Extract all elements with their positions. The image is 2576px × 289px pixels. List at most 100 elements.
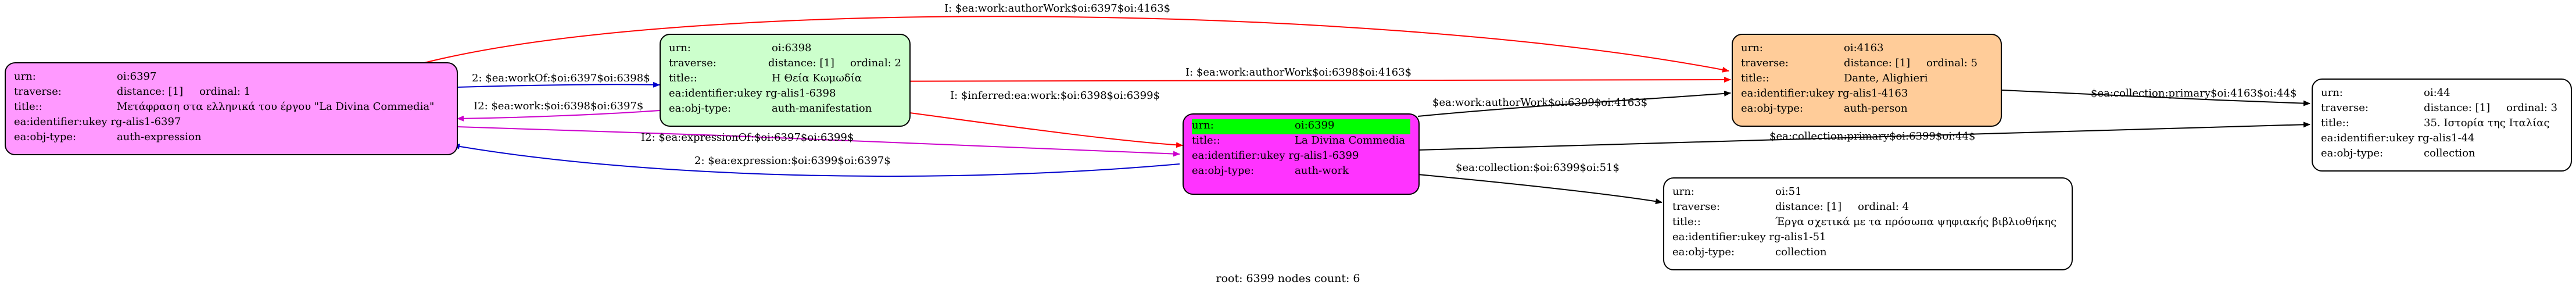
traverse-distance: distance: [1] bbox=[1844, 57, 1911, 69]
title-row: title:: Dante, Alighieri bbox=[1741, 72, 1993, 87]
urn-value: oi:44 bbox=[2424, 87, 2450, 99]
ukey-value: rg-alis1-51 bbox=[1769, 231, 1826, 243]
ukey-value: rg-alis1-44 bbox=[2417, 132, 2475, 144]
edge-label: I: $ea:work:authorWork$oi:6398$oi:4163$ bbox=[1185, 66, 1411, 79]
objtype-row: ea:obj-type: auth-work bbox=[1192, 165, 1410, 180]
edge-6397-4163-authorwork bbox=[424, 16, 1729, 73]
urn-label: urn: bbox=[2321, 87, 2343, 99]
title-label: title:: bbox=[2321, 117, 2349, 129]
traverse-row: traverse: distance: [1] ordinal: 3 bbox=[2321, 102, 2563, 117]
traverse-distance: distance: [1] bbox=[2424, 102, 2491, 114]
traverse-ordinal: ordinal: 4 bbox=[1858, 201, 1909, 213]
title-value: Έργα σχετικά με τα πρόσωπα ψηφιακής βιβλ… bbox=[1775, 216, 2057, 228]
objtype-value: auth-manifestation bbox=[772, 102, 872, 115]
title-label: title:: bbox=[14, 101, 42, 113]
edge-6397-6399-expressionof bbox=[457, 126, 1180, 157]
edge-label: 2: $ea:expression:$oi:6399$oi:6397$ bbox=[694, 155, 891, 167]
ukey-label: ea:identifier:ukey bbox=[14, 116, 108, 128]
urn-row: urn: oi:6397 bbox=[14, 70, 449, 85]
traverse-label: traverse: bbox=[1672, 201, 1720, 213]
urn-row: urn: oi:4163 bbox=[1741, 42, 1993, 57]
ukey-row: ea:identifier:ukey rg-alis1-6398 bbox=[669, 87, 901, 102]
title-value: Μετάφραση στα ελληνικά του έργου "La Div… bbox=[117, 101, 435, 113]
edge-label: 2: $ea:workOf:$oi:6397$oi:6398$ bbox=[472, 72, 650, 84]
edge-label: $ea:work:authorWork$oi:6399$oi:4163$ bbox=[1432, 97, 1647, 109]
objtype-row: ea:obj-type: collection bbox=[2321, 147, 2563, 162]
title-row: title:: La Divina Commedia bbox=[1192, 134, 1410, 149]
ukey-row: ea:identifier:ukey rg-alis1-6399 bbox=[1192, 149, 1410, 165]
edge-4163-44-collection bbox=[2001, 90, 2310, 106]
urn-label: urn: bbox=[1672, 185, 1694, 198]
traverse-row: traverse: distance: [1] ordinal: 2 bbox=[669, 57, 901, 72]
title-value: Η Θεία Κωμωδία bbox=[772, 72, 862, 84]
urn-label: urn: bbox=[14, 70, 36, 83]
title-label: title:: bbox=[1741, 72, 1769, 84]
urn-row: urn: oi:51 bbox=[1672, 185, 2063, 201]
edge-label: $ea:collection:primary$oi:6399$oi:44$ bbox=[1769, 130, 1975, 142]
objtype-value: collection bbox=[1775, 246, 1827, 258]
title-row: title:: 35. Ιστορία της Ιταλίας bbox=[2321, 117, 2563, 132]
objtype-row: ea:obj-type: auth-manifestation bbox=[669, 102, 901, 117]
objtype-row: ea:obj-type: auth-person bbox=[1741, 102, 1993, 117]
traverse-row: traverse: distance: [1] ordinal: 4 bbox=[1672, 201, 2063, 216]
urn-value: oi:51 bbox=[1775, 185, 1802, 198]
edge-label: I2: $ea:expressionOf:$oi:6397$oi:6399$ bbox=[641, 131, 854, 144]
edge-label: $ea:collection:$oi:6399$oi:51$ bbox=[1456, 162, 1620, 174]
ukey-row: ea:identifier:ukey rg-alis1-51 bbox=[1672, 231, 2063, 246]
objtype-label: ea:obj-type: bbox=[669, 102, 732, 115]
title-label: title:: bbox=[1672, 216, 1701, 228]
title-row: title:: Η Θεία Κωμωδία bbox=[669, 72, 901, 87]
urn-value: oi:6399 bbox=[1295, 119, 1335, 131]
objtype-label: ea:obj-type: bbox=[1192, 165, 1255, 177]
title-label: title:: bbox=[669, 72, 697, 84]
edge-label: $ea:collection:primary$oi:4163$oi:44$ bbox=[2091, 87, 2296, 99]
edge-6397-6398-workof bbox=[456, 81, 660, 88]
edge-label: I: $inferred:ea:work:$oi:6398$oi:6399$ bbox=[950, 90, 1160, 102]
ukey-label: ea:identifier:ukey bbox=[1741, 87, 1835, 99]
title-value: Dante, Alighieri bbox=[1844, 72, 1928, 84]
title-row: title:: Έργα σχετικά με τα πρόσωπα ψηφια… bbox=[1672, 216, 2063, 231]
node-6398[interactable]: urn: oi:6398 traverse: distance: [1] ord… bbox=[660, 34, 911, 127]
title-row: title:: Μετάφραση στα ελληνικά του έργου… bbox=[14, 101, 449, 116]
ukey-value: rg-alis1-4163 bbox=[1837, 87, 1908, 99]
graph-footer: root: 6399 nodes count: 6 bbox=[1216, 272, 1360, 285]
ukey-value: rg-alis1-6397 bbox=[110, 116, 181, 128]
node-44[interactable]: urn: oi:44 traverse: distance: [1] ordin… bbox=[2312, 79, 2572, 172]
title-value: 35. Ιστορία της Ιταλίας bbox=[2424, 117, 2550, 129]
traverse-distance: distance: [1] bbox=[768, 57, 834, 69]
traverse-row: traverse: distance: [1] ordinal: 5 bbox=[1741, 57, 1993, 72]
edge-6398-4163-authorwork bbox=[813, 77, 1731, 83]
urn-label: urn: bbox=[669, 42, 691, 54]
edge-6399-51-collection bbox=[1417, 174, 1663, 205]
node-6399[interactable]: urn: oi:6399 title:: La Divina Commedia … bbox=[1183, 113, 1420, 195]
traverse-distance: distance: [1] bbox=[1775, 201, 1842, 213]
objtype-row: ea:obj-type: auth-expression bbox=[14, 131, 449, 146]
urn-row: urn: oi:44 bbox=[2321, 87, 2563, 102]
objtype-row: ea:obj-type: collection bbox=[1672, 246, 2063, 261]
edge-label: I2: $ea:work:$oi:6398$oi:6397$ bbox=[474, 100, 643, 112]
traverse-ordinal: ordinal: 1 bbox=[199, 85, 251, 98]
urn-label: urn: bbox=[1192, 119, 1214, 131]
traverse-ordinal: ordinal: 3 bbox=[2506, 102, 2558, 114]
edge-6399-4163-authorwork bbox=[1417, 90, 1731, 117]
traverse-ordinal: ordinal: 5 bbox=[1926, 57, 1978, 69]
urn-value: oi:4163 bbox=[1844, 42, 1884, 54]
node-6397[interactable]: urn: oi:6397 traverse: distance: [1] ord… bbox=[5, 62, 458, 155]
title-value: La Divina Commedia bbox=[1295, 134, 1405, 147]
edge-label: I: $ea:work:authorWork$oi:6397$oi:4163$ bbox=[944, 2, 1170, 15]
traverse-distance: distance: [1] bbox=[117, 85, 184, 98]
urn-value: oi:6398 bbox=[772, 42, 812, 54]
objtype-value: collection bbox=[2424, 147, 2475, 159]
objtype-value: auth-work bbox=[1295, 165, 1349, 177]
objtype-value: auth-person bbox=[1844, 102, 1908, 115]
urn-label: urn: bbox=[1741, 42, 1763, 54]
traverse-label: traverse: bbox=[14, 85, 62, 98]
ukey-label: ea:identifier:ukey bbox=[1192, 149, 1285, 162]
ukey-row: ea:identifier:ukey rg-alis1-4163 bbox=[1741, 87, 1993, 102]
node-4163[interactable]: urn: oi:4163 traverse: distance: [1] ord… bbox=[1732, 34, 2002, 127]
objtype-label: ea:obj-type: bbox=[14, 131, 77, 143]
urn-value: oi:6397 bbox=[117, 70, 157, 83]
traverse-label: traverse: bbox=[2321, 102, 2369, 114]
node-51[interactable]: urn: oi:51 traverse: distance: [1] ordin… bbox=[1663, 177, 2073, 270]
